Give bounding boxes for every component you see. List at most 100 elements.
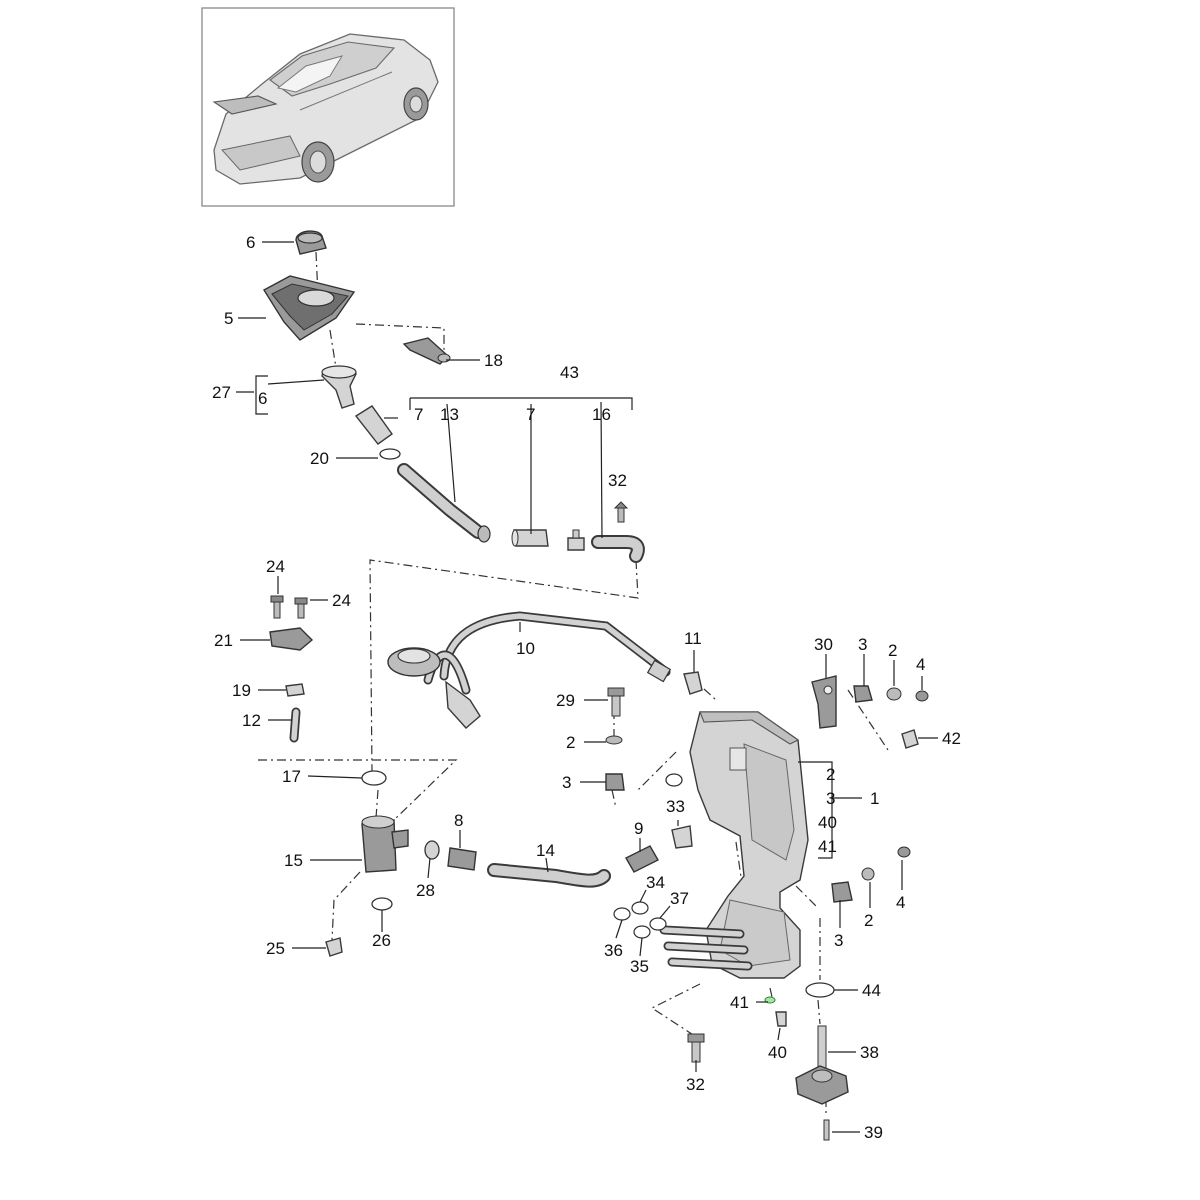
part-42-plug (901, 729, 919, 749)
group-callout-2: 2 (826, 765, 835, 784)
part-16-elbow-hose (591, 535, 645, 563)
part-7-hose-sleeve-lower (511, 529, 549, 547)
callout-32-lower: 32 (686, 1075, 705, 1094)
callout-16: 16 (592, 405, 611, 424)
part-35-o-ring (633, 925, 651, 939)
part-18-clip (402, 337, 451, 365)
group-callout-41: 41 (818, 837, 837, 856)
callout-9: 9 (634, 819, 643, 838)
callout-11: 11 (684, 629, 702, 648)
callout-19: 19 (232, 681, 251, 700)
part-2-washer-top (886, 687, 902, 701)
callout-29: 29 (556, 691, 575, 710)
callout-8: 8 (454, 811, 463, 830)
part-15-filler-body (361, 815, 409, 873)
part-3-grommet-mid (605, 773, 625, 791)
callout-34: 34 (646, 873, 665, 892)
callout-27: 27 (212, 383, 231, 402)
callout-41: 41 (730, 993, 749, 1012)
callout-13: 13 (440, 405, 459, 424)
part-44-o-ring (805, 982, 835, 998)
part-8-hose-sleeve (447, 847, 477, 871)
callout-26: 26 (372, 931, 391, 950)
part-3-grommet-right (831, 881, 853, 903)
callout-30: 30 (814, 635, 833, 654)
callout-3-right: 3 (834, 931, 843, 950)
part-17-seal-ring (361, 770, 387, 786)
callout-labels: 6 5 18 27 6 43 7 13 7 16 20 32 24 24 21 … (212, 233, 961, 1142)
part-39-screw (823, 1119, 830, 1141)
part-30-bracket (811, 675, 837, 729)
part-4-bolt-right (897, 846, 911, 858)
callout-24-right: 24 (332, 591, 351, 610)
callout-36: 36 (604, 941, 623, 960)
part-29-bolt (607, 687, 625, 717)
part-1-fluid-reservoir (689, 711, 809, 979)
callout-3-mid: 3 (562, 773, 571, 792)
part-14-connecting-hose (487, 863, 611, 888)
part-26-o-ring (371, 897, 393, 911)
part-25-clip (325, 937, 343, 957)
callout-2-right: 2 (864, 911, 873, 930)
part-28-clamp (424, 840, 440, 860)
callout-25: 25 (266, 939, 285, 958)
part-2-washer-mid (605, 735, 623, 745)
callout-3-top: 3 (858, 635, 867, 654)
part-38-level-sensor (795, 1025, 849, 1105)
callout-24-left: 24 (266, 557, 285, 576)
part-11-clamp (683, 671, 703, 695)
part-36-o-ring (613, 907, 631, 921)
callout-2-top: 2 (888, 641, 897, 660)
callout-28: 28 (416, 881, 435, 900)
callout-12: 12 (242, 711, 261, 730)
callout-39: 39 (864, 1123, 883, 1142)
part-20-hose-clamp (379, 448, 401, 460)
callout-43: 43 (560, 363, 579, 382)
callout-6-bracket: 6 (258, 389, 267, 408)
part-7-hose-sleeve-upper (354, 405, 393, 445)
part-37-o-ring (649, 917, 667, 931)
part-connector-small (567, 529, 585, 551)
part-40-sensor (775, 1011, 787, 1027)
group-callout-3: 3 (826, 789, 835, 808)
part-4-bolt-top (915, 690, 929, 702)
callout-15: 15 (284, 851, 303, 870)
callout-42: 42 (942, 729, 961, 748)
part-5-filler-flap-housing (263, 275, 356, 341)
callout-40: 40 (768, 1043, 787, 1062)
callout-33: 33 (666, 797, 685, 816)
part-34-o-ring (631, 901, 649, 915)
part-24-screw-right (294, 597, 308, 619)
callout-37: 37 (670, 889, 689, 908)
part-32-bolt-upper (613, 501, 629, 523)
part-24-screw-left (270, 595, 284, 619)
callout-35: 35 (630, 957, 649, 976)
callout-14: 14 (536, 841, 555, 860)
part-27-filler-neck (321, 365, 357, 409)
vehicle-overview-inset (201, 7, 455, 207)
part-6-cap (295, 230, 327, 255)
callout-32-upper: 32 (608, 471, 627, 490)
part-32-bolt-lower (687, 1033, 705, 1063)
car-illustration (212, 33, 439, 185)
callout-1: 1 (870, 789, 879, 808)
part-13-vent-hose (397, 463, 491, 543)
callout-6: 6 (246, 233, 255, 252)
callout-21: 21 (214, 631, 233, 650)
callout-17: 17 (282, 767, 301, 786)
part-9-hose-sleeve (625, 845, 659, 873)
callout-5: 5 (224, 309, 233, 328)
callout-38: 38 (860, 1043, 879, 1062)
callout-7-upper: 7 (414, 405, 423, 424)
callout-10: 10 (516, 639, 535, 658)
part-21-valve-bracket (269, 627, 314, 651)
callout-18: 18 (484, 351, 503, 370)
part-10-vent-line (387, 611, 672, 729)
part-12-small-hose (289, 707, 301, 743)
part-pump-outlets (659, 925, 753, 971)
callout-20: 20 (310, 449, 329, 468)
callout-7-lower: 7 (526, 405, 535, 424)
part-19-clip (285, 683, 305, 697)
callout-4-right: 4 (896, 893, 905, 912)
